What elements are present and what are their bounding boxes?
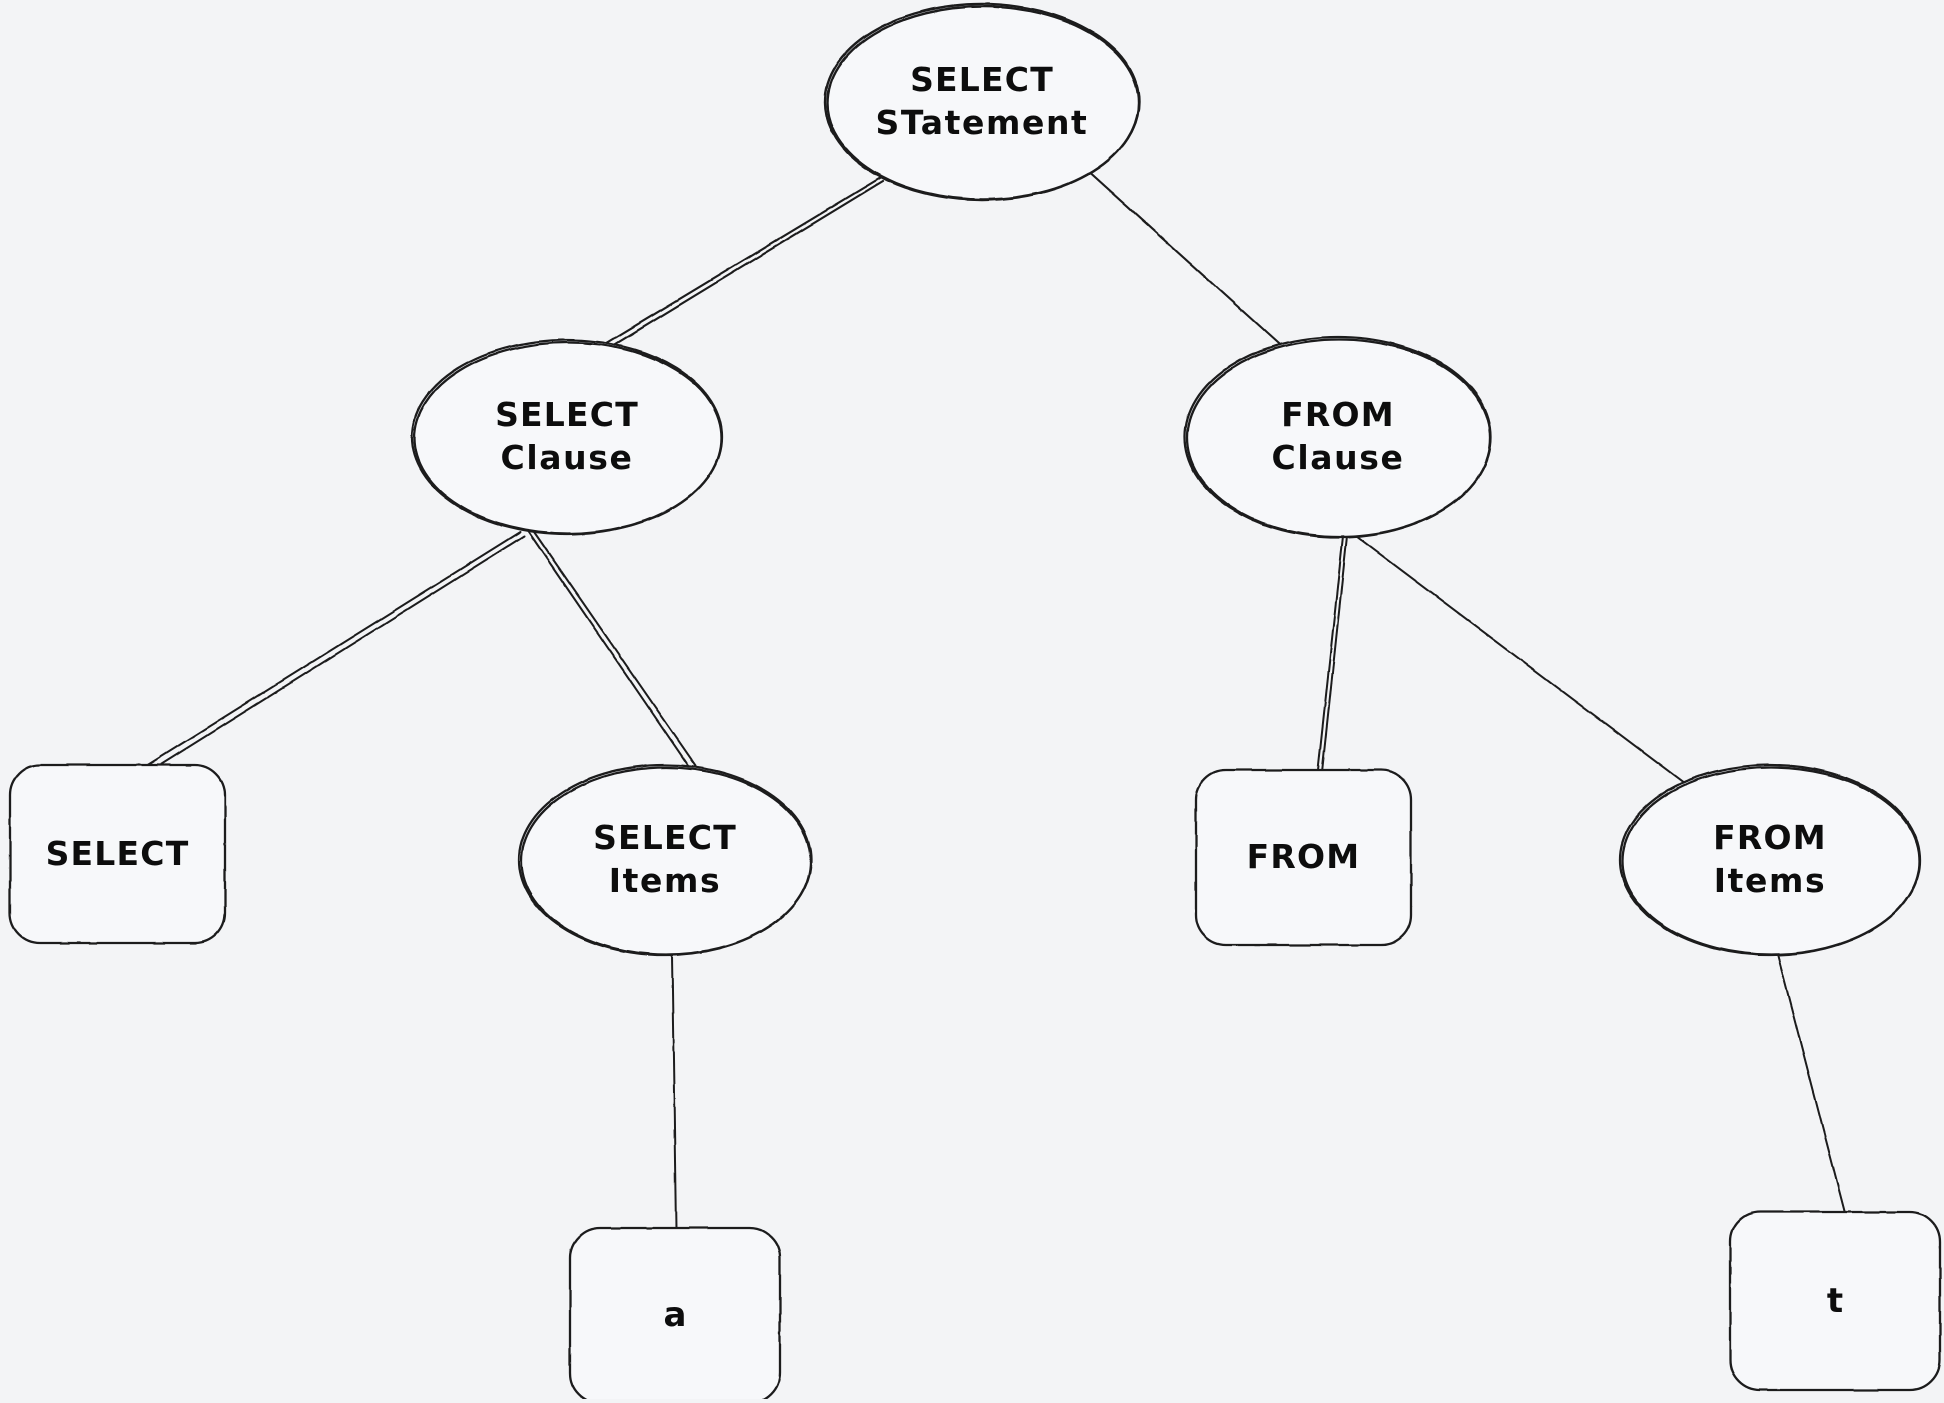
node-shape-root — [823, 2, 1141, 202]
node-shape-from-terminal — [1194, 768, 1413, 947]
edge-select-clause-to-select-items — [527, 528, 697, 769]
edge-select-clause-to-select-terminal — [145, 531, 525, 771]
node-shape-select-items — [517, 763, 813, 957]
node-shape-select-clause — [410, 338, 724, 536]
edge-select-items-to-column-a — [671, 955, 677, 1230]
edge-root-to-from-clause — [1088, 171, 1290, 354]
edge-from-items-to-table-t — [1777, 955, 1846, 1214]
node-shape-table-t — [1728, 1210, 1942, 1392]
node-shape-select-terminal — [8, 763, 227, 945]
node-shape-from-items — [1618, 763, 1922, 957]
edge-from-clause-to-from-items — [1351, 532, 1708, 801]
node-shape-column-a — [568, 1226, 782, 1399]
edge-root-to-select-clause — [598, 176, 885, 353]
node-shape-from-clause — [1183, 335, 1493, 539]
edge-from-clause-to-from-terminal — [1317, 535, 1348, 773]
